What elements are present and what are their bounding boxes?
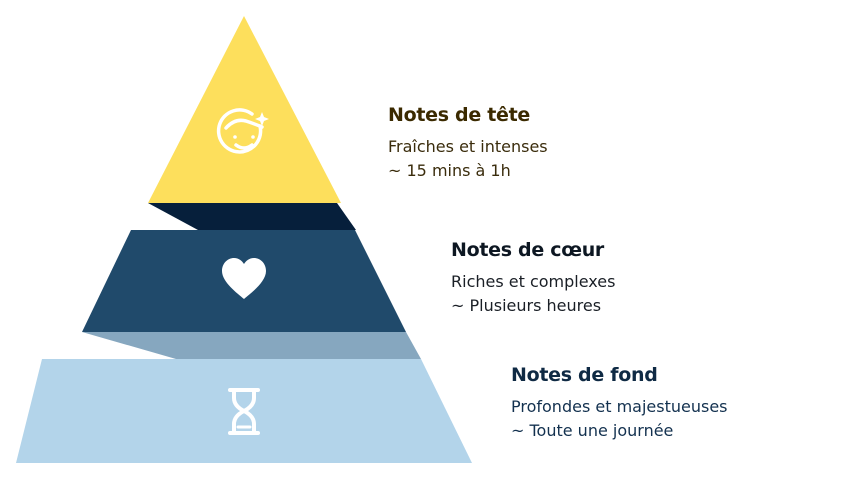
- smiling-face-sparkle-icon: [216, 108, 269, 154]
- base-notes-duration: ~ Toute une journée: [511, 421, 674, 440]
- top-notes-title: Notes de tête: [388, 104, 530, 126]
- base-notes-title: Notes de fond: [511, 364, 658, 386]
- base-notes-text: Notes de fond Profondes et majestueuses …: [511, 364, 728, 443]
- heart-icon: [222, 258, 266, 299]
- base-notes-description: Profondes et majestueuses: [511, 397, 728, 416]
- heart-notes-text: Notes de cœur Riches et complexes ~ Plus…: [451, 239, 615, 318]
- top-notes-duration: ~ 15 mins à 1h: [388, 161, 511, 180]
- heart-notes-description: Riches et complexes: [451, 272, 616, 291]
- middle-tier-shadow: [82, 332, 421, 359]
- heart-notes-duration: ~ Plusieurs heures: [451, 296, 602, 315]
- top-notes-text: Notes de tête Fraîches et intenses ~ 15 …: [388, 104, 548, 183]
- top-notes-description: Fraîches et intenses: [388, 137, 548, 156]
- heart-notes-title: Notes de cœur: [451, 239, 604, 261]
- hourglass-icon: [228, 388, 260, 435]
- top-tier-shadow: [148, 203, 356, 230]
